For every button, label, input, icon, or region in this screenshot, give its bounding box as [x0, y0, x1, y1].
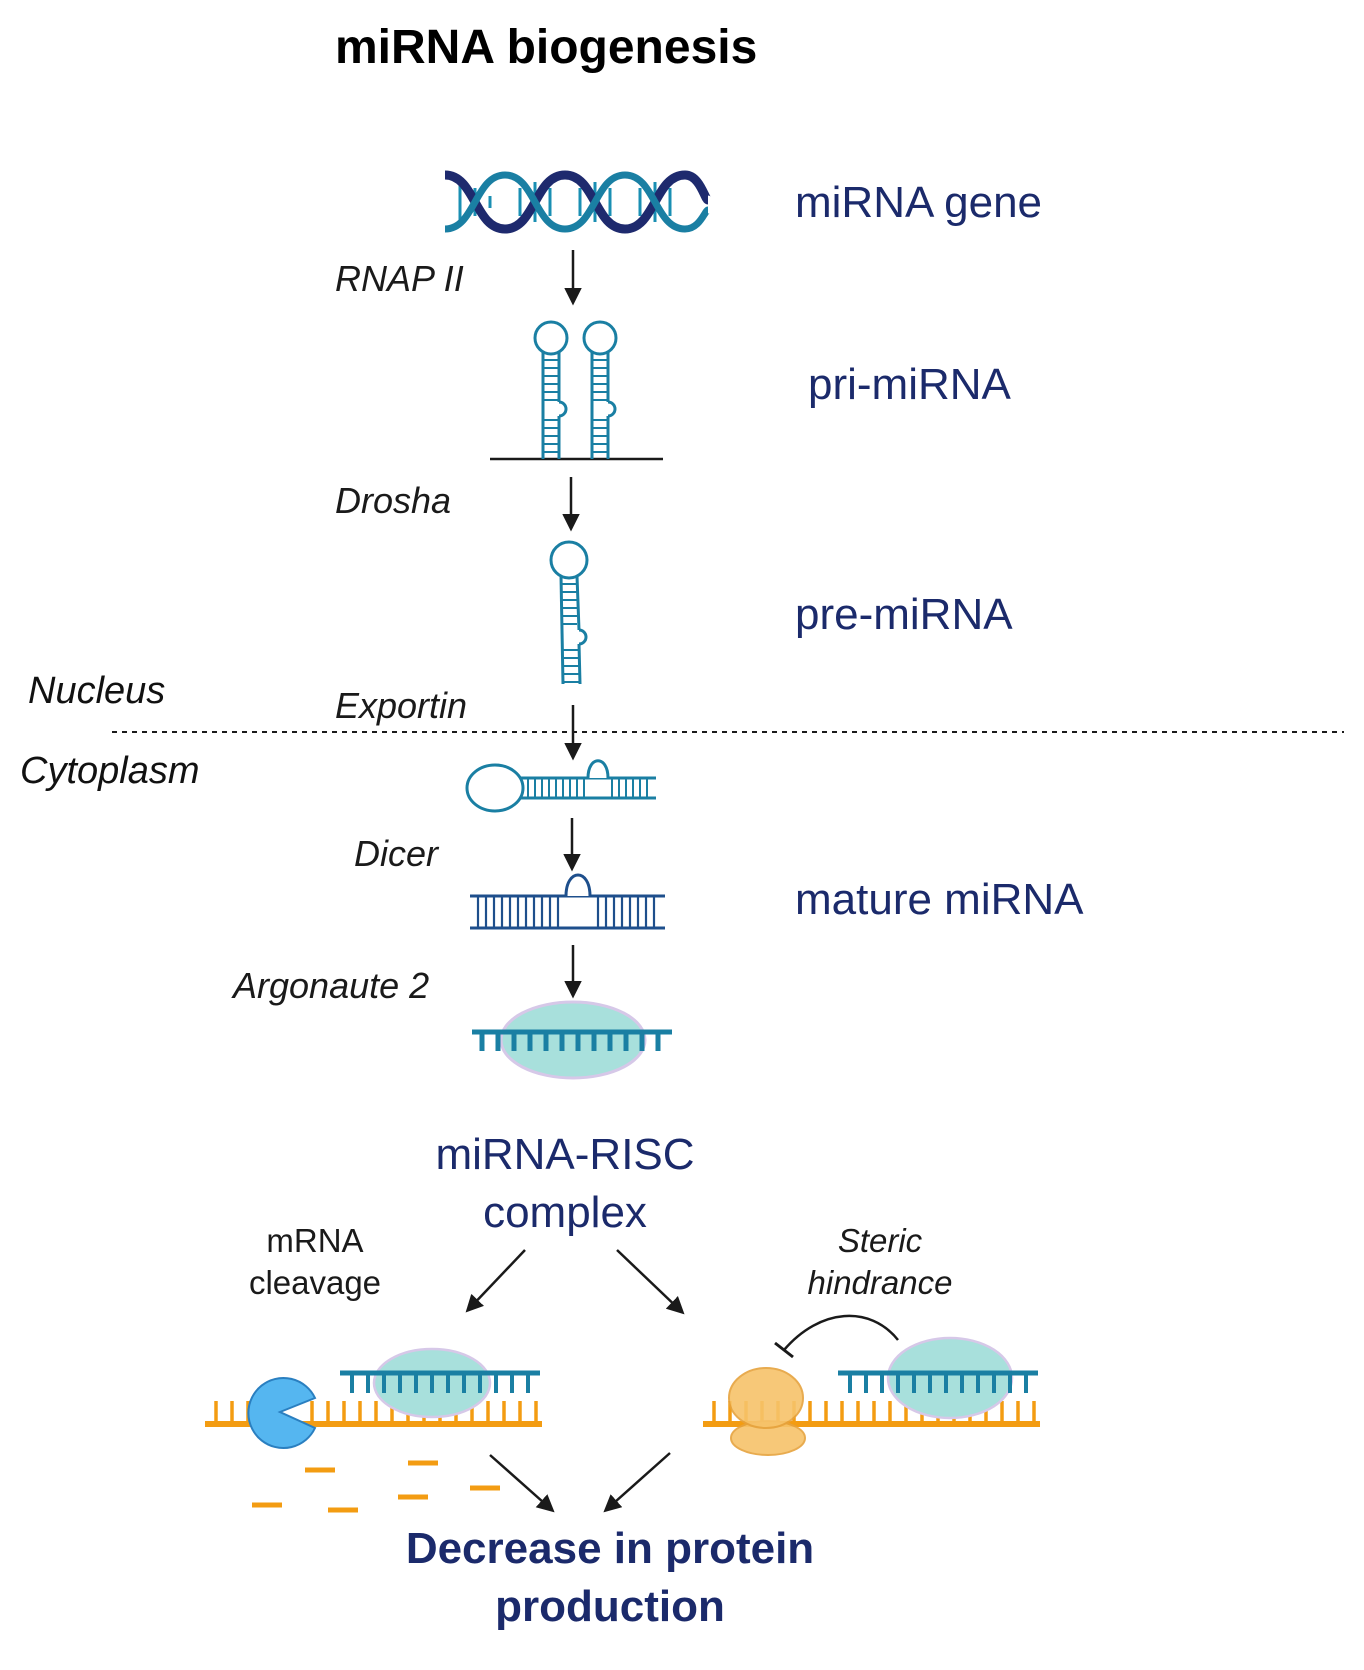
result-label: Decrease in protein production [360, 1520, 860, 1636]
compartment-label-nucleus: Nucleus [28, 670, 166, 712]
stage-label-gene: miRNA gene [795, 178, 1043, 227]
steric-line-2: hindrance [807, 1264, 953, 1301]
result-line-2: production [495, 1582, 725, 1631]
steric-line-1: Steric [837, 1222, 923, 1259]
pre-mirna-icon [549, 540, 589, 685]
enzyme-label-drosha: Drosha [335, 480, 452, 521]
diagram-title: miRNA biogenesis [335, 21, 758, 74]
pri-mirna-icon [490, 320, 663, 461]
cleavage-line-2: cleavage [248, 1264, 382, 1301]
enzyme-label-exportin: Exportin [335, 685, 468, 726]
cytoplasmic-pre-mirna-icon [465, 759, 656, 813]
result-line-1: Decrease in protein [405, 1524, 815, 1573]
mrna-cleavage-icon [205, 1347, 542, 1513]
risc-complex-label: miRNA-RISC complex [410, 1126, 720, 1242]
risc-line-1: miRNA-RISC [435, 1130, 695, 1179]
stage-label-mature: mature miRNA [795, 875, 1084, 924]
arrow-hindrance-to-result [603, 1452, 671, 1513]
arrow-cleavage-to-result [489, 1454, 555, 1513]
arrow-to-cleavage [465, 1249, 526, 1313]
arrow-to-hindrance [616, 1249, 685, 1315]
steric-hindrance-label: Steric hindrance [780, 1220, 980, 1304]
enzyme-label-rnap: RNAP II [335, 258, 464, 299]
compartment-label-cytoplasm: Cytoplasm [20, 750, 200, 792]
mrna-cleavage-label: mRNA cleavage [225, 1220, 405, 1304]
risc-line-2: complex [483, 1188, 647, 1237]
stage-label-pri: pri-miRNA [808, 360, 1011, 409]
dna-helix-icon [444, 170, 713, 234]
enzyme-label-dicer: Dicer [354, 833, 439, 874]
risc-complex-icon [472, 1000, 672, 1080]
mature-mirna-duplex-icon [470, 873, 665, 930]
enzyme-label-argonaute: Argonaute 2 [233, 965, 430, 1006]
stage-label-pre: pre-miRNA [795, 590, 1013, 639]
cleavage-line-1: mRNA [266, 1222, 364, 1259]
steric-hindrance-icon [703, 1314, 1040, 1456]
